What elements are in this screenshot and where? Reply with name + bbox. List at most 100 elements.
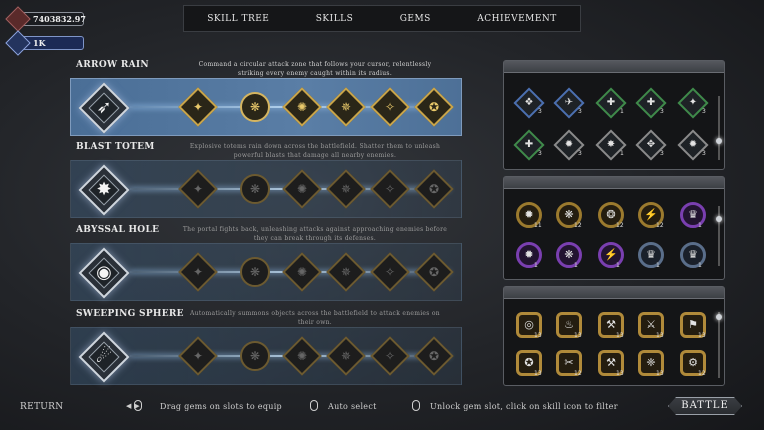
gem-item-icon: ✸ <box>606 139 616 150</box>
gem-item-icon: ⚑ <box>688 318 698 331</box>
skill-description-line: Explosive totems rain down across the ba… <box>189 143 441 150</box>
gem-count: 1 <box>534 262 538 269</box>
gem-item-icon: ♛ <box>688 208 698 221</box>
gem-slot-ring[interactable] <box>240 341 270 371</box>
gem-item-icon: ❖ <box>524 97 534 108</box>
gem-slot-icon: ✦ <box>192 182 204 196</box>
gem-item[interactable] <box>556 350 582 376</box>
gem-count: 1 <box>656 262 660 269</box>
gem-count: 3 <box>660 150 664 157</box>
tab-achievement[interactable]: ACHIEVEMENT <box>477 13 557 24</box>
gem-count: 3 <box>538 150 542 157</box>
gem-slot-icon: ✵ <box>340 182 352 196</box>
gem-item-icon: ◎ <box>524 318 534 331</box>
gem-item[interactable] <box>638 350 664 376</box>
gem-item[interactable] <box>680 312 706 338</box>
gem-item[interactable] <box>638 312 664 338</box>
gem-item-icon: ⚡ <box>604 248 618 261</box>
gem-count: 13 <box>656 370 664 377</box>
blue-gem-icon <box>5 30 31 56</box>
gem-item-icon: ❂ <box>606 208 616 221</box>
top-tabs: SKILL TREE SKILLS GEMS ACHIEVEMENT <box>183 5 581 32</box>
gem-panel-3-scrollbar[interactable] <box>718 312 720 378</box>
gem-item-icon: ⚒ <box>606 318 616 331</box>
gem-count: 12 <box>574 370 582 377</box>
gem-count: 13 <box>616 332 624 339</box>
gem-count: 1 <box>698 262 702 269</box>
gem-count: 1 <box>620 150 624 157</box>
gem-item[interactable] <box>598 350 624 376</box>
drag-hint-arrows: ◀ ▶ <box>126 402 140 410</box>
battle-button[interactable]: BATTLE <box>668 397 742 415</box>
gem-item[interactable] <box>516 242 542 268</box>
gem-count: 3 <box>702 150 706 157</box>
gem-slot-icon: ✧ <box>384 265 396 279</box>
skill-description-line: they can break through its defenses. <box>253 235 377 242</box>
skill-icon: ➶ <box>96 97 112 118</box>
gem-item[interactable] <box>680 202 706 228</box>
unlock-hint: Unlock gem slot, click on skill icon to … <box>430 402 618 411</box>
gem-item[interactable] <box>516 202 542 228</box>
gem-count: 1 <box>620 108 624 115</box>
gem-counter: 1K <box>5 30 84 56</box>
gem-slot-ring[interactable] <box>240 92 270 122</box>
skill-description-line: Automatically summons objects across the… <box>190 310 440 317</box>
gem-slot-icon: ✧ <box>384 349 396 363</box>
gem-item[interactable] <box>556 312 582 338</box>
gem-item-icon: ✦ <box>688 97 698 108</box>
gem-item[interactable] <box>680 350 706 376</box>
gem-item-icon: ✚ <box>524 139 534 150</box>
gem-slot-icon: ✺ <box>296 349 308 363</box>
gem-item[interactable] <box>598 202 624 228</box>
gem-slot-ring[interactable] <box>240 174 270 204</box>
gem-item[interactable] <box>638 202 664 228</box>
gem-item[interactable] <box>598 312 624 338</box>
gem-item-icon: ⚔ <box>646 318 656 331</box>
skill-description-line: The portal fights back, unleashing attac… <box>182 226 448 233</box>
gem-panel-1-scrollbar[interactable] <box>718 96 720 160</box>
gem-item[interactable] <box>516 312 542 338</box>
gem-count: 12 <box>574 222 582 229</box>
gem-count: 12 <box>616 222 624 229</box>
return-button[interactable]: RETURN <box>20 402 64 412</box>
gem-item-icon: ✚ <box>606 97 616 108</box>
gold-gem-icon <box>5 6 31 32</box>
tab-skill-tree[interactable]: SKILL TREE <box>207 13 270 24</box>
gem-slot-ring[interactable] <box>240 257 270 287</box>
gem-panel-2-scrollbar[interactable] <box>718 206 720 266</box>
tab-gems[interactable]: GEMS <box>399 13 431 24</box>
gem-slot-icon: ✦ <box>192 349 204 363</box>
gem-item[interactable] <box>556 202 582 228</box>
gem-panel-1-scroll-handle[interactable] <box>716 138 722 144</box>
gem-item-icon: ❈ <box>646 356 656 369</box>
gem-item[interactable] <box>598 242 624 268</box>
gem-count: 13 <box>656 332 664 339</box>
drag-hint: Drag gems on slots to equip <box>160 402 282 411</box>
gem-count: 13 <box>574 332 582 339</box>
skill-name: ARROW RAIN <box>76 60 149 70</box>
gem-slot-icon: ❋ <box>249 182 261 196</box>
gem-slot-icon: ✺ <box>296 182 308 196</box>
gem-item-icon: ⚒ <box>606 356 616 369</box>
gem-item[interactable] <box>556 242 582 268</box>
tab-skills[interactable]: SKILLS <box>315 13 354 24</box>
gem-panel-2-header <box>504 177 724 189</box>
gem-panel-3-scroll-handle[interactable] <box>716 314 722 320</box>
gem-item[interactable] <box>516 350 542 376</box>
gem-panel-3-header <box>504 287 724 299</box>
gem-item-icon: ✥ <box>646 139 656 150</box>
gem-slot-icon: ✧ <box>384 100 396 114</box>
skill-description-line: their own. <box>297 319 333 326</box>
auto-select-hint: Auto select <box>328 402 377 411</box>
gold-value: 7403832.97 <box>33 14 86 24</box>
gem-slot-icon: ✺ <box>296 265 308 279</box>
gem-item[interactable] <box>638 242 664 268</box>
gem-item[interactable] <box>680 242 706 268</box>
gem-item-icon: ♨ <box>564 318 574 331</box>
skill-name: SWEEPING SPHERE <box>76 309 184 319</box>
skill-description: Automatically summons objects across the… <box>170 309 460 327</box>
skill-name: ABYSSAL HOLE <box>76 225 160 235</box>
gem-item-icon: ✚ <box>646 97 656 108</box>
gem-panel-2-scroll-handle[interactable] <box>716 216 722 222</box>
gem-slot-icon: ✦ <box>192 100 204 114</box>
